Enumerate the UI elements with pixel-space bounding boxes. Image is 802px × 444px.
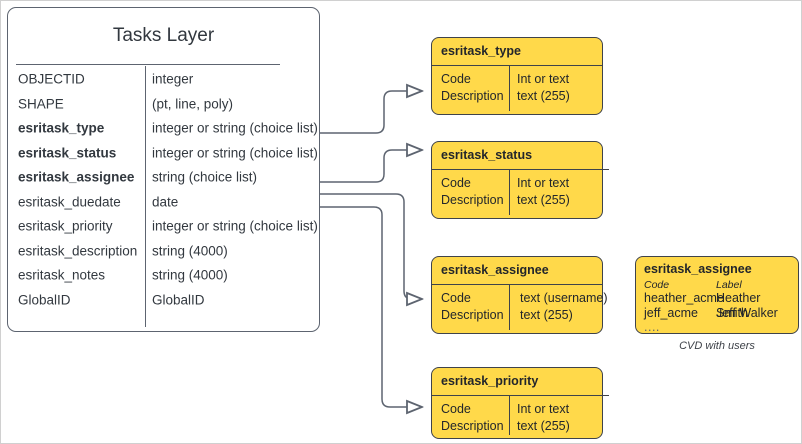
- domain-box-type-column: Int or text text (255): [517, 175, 570, 209]
- table-row[interactable]: GlobalID GlobalID: [8, 288, 319, 313]
- title-divider: [16, 64, 280, 65]
- table-row[interactable]: OBJECTID integer: [8, 67, 319, 92]
- domain-code-line: Code: [441, 176, 471, 190]
- field-type: integer: [152, 71, 194, 87]
- domain-box-divider: [432, 65, 602, 66]
- domain-type-line: text (255): [520, 308, 573, 322]
- domain-type-line: text (255): [517, 193, 570, 207]
- field-name: esritask_duedate: [18, 194, 121, 210]
- domain-box-divider: [432, 284, 602, 285]
- table-row[interactable]: esritask_status integer or string (choic…: [8, 141, 319, 166]
- domain-box-title: esritask_assignee: [441, 263, 549, 277]
- domain-code-line: Description: [441, 419, 504, 433]
- field-name: GlobalID: [18, 292, 71, 308]
- domain-box-title: esritask_type: [441, 44, 521, 58]
- domain-box-divider: [432, 169, 609, 170]
- cvd-code: jeff_acme: [644, 306, 698, 320]
- field-type: integer or string (choice list): [152, 218, 318, 234]
- domain-box-code-column: Code Description: [441, 290, 504, 324]
- field-type: (pt, line, poly): [152, 96, 234, 112]
- cvd-row-list: heather_acme Heather Smith jeff_acme Jef…: [644, 291, 792, 321]
- field-type: integer or string (choice list): [152, 145, 318, 161]
- field-type: string (4000): [152, 267, 228, 283]
- field-list: OBJECTID integer SHAPE (pt, line, poly) …: [8, 67, 319, 312]
- domain-box-type-column: text (username) text (255): [520, 290, 608, 324]
- domain-code-line: Description: [441, 308, 504, 322]
- domain-type-line: Int or text: [517, 402, 570, 416]
- field-type: date: [152, 194, 179, 210]
- connector-esritask-status: [320, 150, 422, 183]
- domain-box-title: esritask_status: [441, 148, 533, 162]
- table-row[interactable]: esritask_duedate date: [8, 190, 319, 215]
- table-row[interactable]: esritask_type integer or string (choice …: [8, 116, 319, 141]
- cvd-ellipsis: ....: [644, 320, 660, 334]
- field-type: integer or string (choice list): [152, 120, 318, 136]
- domain-box-column-divider: [509, 170, 510, 215]
- domain-box-column-divider: [509, 285, 510, 330]
- domain-box-title: esritask_priority: [441, 374, 539, 388]
- field-name: esritask_priority: [18, 218, 113, 234]
- domain-type-line: text (username): [520, 291, 608, 305]
- field-name: esritask_status: [18, 145, 117, 161]
- table-row[interactable]: esritask_assignee string (choice list): [8, 165, 319, 190]
- domain-code-line: Description: [441, 193, 504, 207]
- domain-box-esritask-status[interactable]: esritask_status Code Description Int or …: [431, 141, 609, 219]
- domain-box-column-divider: [509, 66, 510, 111]
- domain-code-line: Code: [441, 291, 471, 305]
- domain-box-type-column: Int or text text (255): [517, 71, 570, 105]
- domain-type-line: Int or text: [517, 176, 570, 190]
- field-name: esritask_type: [18, 120, 105, 136]
- field-name: OBJECTID: [18, 71, 85, 87]
- field-name: esritask_assignee: [18, 169, 135, 185]
- column-divider: [145, 66, 146, 327]
- list-item: jeff_acme Jeff Walker: [644, 306, 792, 321]
- domain-type-line: text (255): [517, 419, 570, 433]
- domain-code-line: Code: [441, 402, 471, 416]
- field-type: string (4000): [152, 243, 228, 259]
- field-type: GlobalID: [152, 292, 205, 308]
- cvd-caption: CVD with users: [679, 340, 755, 352]
- cvd-sample-box[interactable]: esritask_assignee Code Label heather_acm…: [635, 256, 799, 334]
- domain-box-code-column: Code Description: [441, 401, 504, 435]
- domain-box-type-column: Int or text text (255): [517, 401, 570, 435]
- connector-esritask-assignee: [320, 193, 422, 299]
- domain-box-column-divider: [509, 396, 510, 435]
- cvd-header-code: Code: [644, 279, 670, 291]
- table-row[interactable]: SHAPE (pt, line, poly): [8, 92, 319, 117]
- domain-box-code-column: Code Description: [441, 71, 504, 105]
- field-name: SHAPE: [18, 96, 64, 112]
- table-row[interactable]: esritask_priority integer or string (cho…: [8, 214, 319, 239]
- cvd-code: heather_acme: [644, 291, 724, 305]
- connector-esritask-type: [320, 91, 422, 134]
- domain-box-divider: [432, 395, 609, 396]
- domain-code-line: Description: [441, 89, 504, 103]
- cvd-header-label: Label: [716, 279, 742, 291]
- field-name: esritask_description: [18, 243, 138, 259]
- field-type: string (choice list): [152, 169, 258, 185]
- cvd-title: esritask_assignee: [644, 262, 752, 276]
- domain-type-line: text (255): [517, 89, 570, 103]
- list-item: heather_acme Heather Smith: [644, 291, 792, 320]
- cvd-label: Heather Smith: [716, 291, 761, 320]
- domain-type-line: Int or text: [517, 72, 570, 86]
- domain-code-line: Code: [441, 72, 471, 86]
- domain-box-esritask-assignee[interactable]: esritask_assignee Code Description text …: [431, 256, 608, 334]
- field-name: esritask_notes: [18, 267, 106, 283]
- domain-box-esritask-type[interactable]: esritask_type Code Description Int or te…: [431, 37, 603, 115]
- table-row[interactable]: esritask_description string (4000): [8, 239, 319, 264]
- domain-box-code-column: Code Description: [441, 175, 504, 209]
- page-title: Tasks Layer: [112, 25, 215, 46]
- connector-esritask-priority: [320, 206, 422, 407]
- domain-box-esritask-priority[interactable]: esritask_priority Code Description Int o…: [431, 367, 609, 439]
- table-row[interactable]: esritask_notes string (4000): [8, 263, 319, 288]
- cvd-label: Jeff Walker: [716, 306, 778, 320]
- tasks-layer-entity[interactable]: Tasks Layer OBJECTID integer SHAPE (pt, …: [7, 7, 320, 332]
